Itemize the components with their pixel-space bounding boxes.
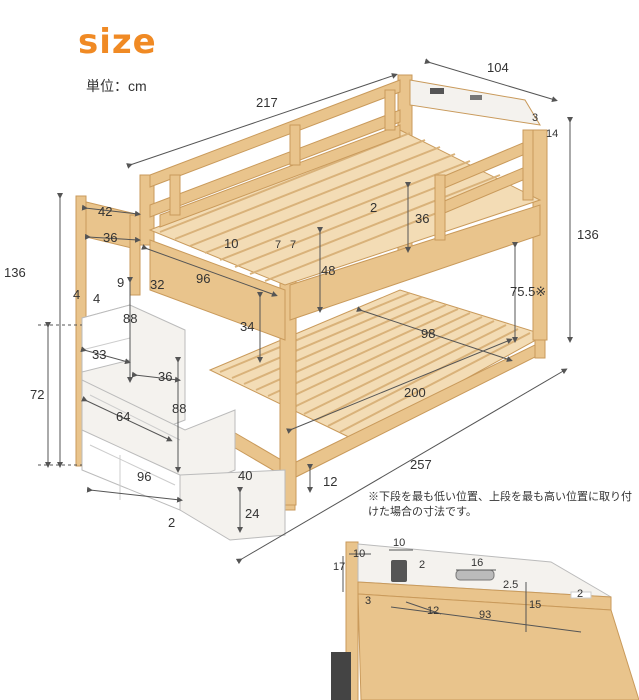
dim-257: 257 bbox=[410, 457, 432, 472]
dim-40: 40 bbox=[238, 468, 253, 483]
inset-dim-17: 17 bbox=[333, 561, 346, 573]
inset-dim-15: 15 bbox=[529, 599, 542, 611]
dim-34: 34 bbox=[240, 319, 255, 334]
dim-72: 72 bbox=[30, 387, 45, 402]
headboard-shelf bbox=[409, 79, 541, 126]
dim-98: 98 bbox=[421, 326, 436, 341]
inset-dim-16: 16 bbox=[471, 557, 484, 569]
inset-illustration bbox=[331, 522, 639, 700]
dim-104: 104 bbox=[487, 60, 509, 75]
dim-64: 64 bbox=[116, 409, 131, 424]
inset-dim-2b: 2 bbox=[577, 588, 584, 600]
front-guard-rail bbox=[434, 129, 534, 241]
inset-dim-12: 12 bbox=[427, 605, 440, 617]
dimension-lines bbox=[45, 58, 573, 565]
dim-96-bottom: 96 bbox=[137, 469, 152, 484]
dim-33: 33 bbox=[92, 347, 107, 362]
dim-4a: 4 bbox=[73, 287, 81, 302]
dim-7b: 7 bbox=[290, 239, 297, 251]
inset-dim-2-5: 2.5 bbox=[503, 579, 519, 591]
dim-7a: 7 bbox=[275, 239, 282, 251]
dim-14: 14 bbox=[546, 128, 559, 140]
dim-32: 32 bbox=[150, 277, 165, 292]
dim-42: 42 bbox=[98, 204, 113, 219]
inset-dim-93: 93 bbox=[479, 609, 492, 621]
dim-200: 200 bbox=[404, 385, 426, 400]
inset-dim-10: 10 bbox=[393, 537, 406, 549]
dim-75-5: 75.5※ bbox=[510, 284, 547, 299]
dim-2-bottom: 2 bbox=[168, 515, 176, 530]
dim-217: 217 bbox=[256, 95, 278, 110]
dim-24: 24 bbox=[245, 506, 260, 521]
dim-88-a: 88 bbox=[123, 311, 138, 326]
headboard-detail-inset: 10 17 10 2 16 2.5 3 12 93 15 2 bbox=[331, 522, 639, 700]
dashed-guides bbox=[38, 324, 82, 466]
dim-96-left: 96 bbox=[196, 271, 211, 286]
dim-4b: 4 bbox=[93, 291, 101, 306]
dim-136-right: 136 bbox=[577, 227, 599, 242]
page-title: size bbox=[78, 22, 157, 62]
dim-88-b: 88 bbox=[172, 401, 187, 416]
dim-2-top: 2 bbox=[370, 200, 378, 215]
dim-3: 3 bbox=[532, 112, 539, 124]
dim-36-top: 36 bbox=[103, 230, 118, 245]
footnote: ※下段を最も低い位置、上段を最も高い位置に取り付けた場合の寸法です。 bbox=[368, 491, 632, 519]
dim-36-mid: 36 bbox=[158, 369, 173, 384]
dim-36-rail: 36 bbox=[415, 211, 430, 226]
inset-dim-2a: 2 bbox=[419, 559, 426, 571]
inset-dim-10b: 10 bbox=[353, 548, 366, 560]
dim-12: 12 bbox=[323, 474, 338, 489]
inset-dim-3: 3 bbox=[365, 595, 372, 607]
dim-48: 48 bbox=[321, 263, 336, 278]
dim-136-left: 136 bbox=[4, 265, 26, 280]
dim-9: 9 bbox=[117, 275, 125, 290]
dim-10: 10 bbox=[224, 236, 239, 251]
